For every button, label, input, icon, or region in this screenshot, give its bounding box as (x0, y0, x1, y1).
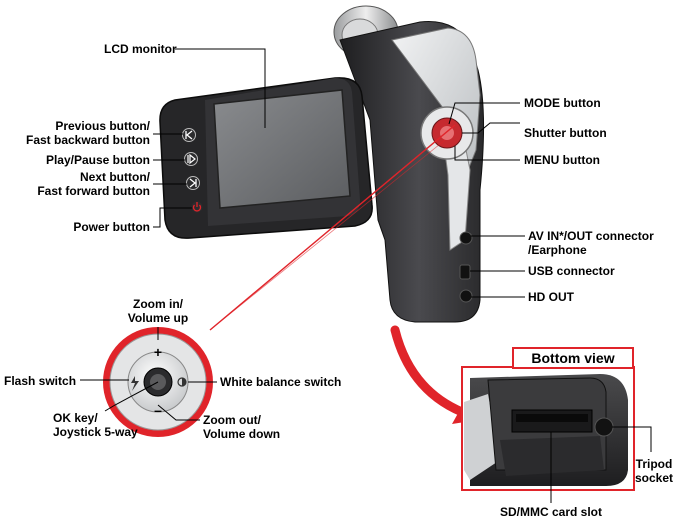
label-tripod-socket-line2: socket (634, 471, 674, 485)
label-zoom-out: Zoom out/ Volume down (203, 413, 280, 441)
label-tripod-socket: Tripod socket (624, 457, 684, 485)
label-lcd-monitor: LCD monitor (104, 42, 177, 56)
label-shutter-button: Shutter button (524, 126, 607, 140)
label-zoom-in: Zoom in/ Volume up (108, 297, 208, 325)
label-zoom-out-line1: Zoom out/ (203, 413, 261, 427)
label-av-connector-line1: AV IN*/OUT connector (528, 229, 654, 243)
label-flash-switch: Flash switch (4, 374, 77, 388)
label-next-button: Next button/ Fast forward button (0, 170, 150, 198)
lcd-panel (159, 77, 373, 239)
label-ok-key-line2: Joystick 5-way (53, 425, 138, 439)
label-zoom-out-line2: Volume down (203, 427, 281, 441)
leader-lines (80, 48, 652, 503)
label-previous-button-line1: Previous button/ (55, 119, 150, 133)
zoom-in-symbol: + (153, 344, 163, 360)
zoom-out-symbol: – (154, 402, 162, 418)
label-menu-button: MENU button (524, 153, 600, 167)
label-usb-connector: USB connector (528, 264, 615, 278)
label-mode-button: MODE button (524, 96, 601, 110)
label-bottom-view: Bottom view (512, 347, 634, 369)
label-av-connector-line2: /Earphone (528, 243, 587, 257)
label-ok-key: OK key/ Joystick 5-way (53, 411, 138, 439)
label-av-connector: AV IN*/OUT connector /Earphone (528, 229, 654, 257)
label-hd-out: HD OUT (528, 290, 574, 304)
label-white-balance-switch: White balance switch (220, 375, 342, 389)
label-ok-key-line1: OK key/ (53, 411, 98, 425)
bottom-view-box (461, 366, 635, 491)
label-zoom-in-line1: Zoom in/ (133, 297, 183, 311)
label-sd-card-slot: SD/MMC card slot (499, 505, 602, 519)
label-next-button-line1: Next button/ (80, 170, 150, 184)
label-play-pause-button: Play/Pause button (45, 153, 150, 167)
label-next-button-line2: Fast forward button (37, 184, 150, 198)
label-previous-button: Previous button/ Fast backward button (0, 119, 150, 147)
label-zoom-in-line2: Volume up (127, 311, 189, 325)
label-tripod-socket-line1: Tripod (635, 457, 673, 471)
label-power-button: Power button (73, 220, 150, 234)
camcorder-body (333, 5, 485, 323)
zoom-projection-lines (209, 124, 456, 331)
label-previous-button-line2: Fast backward button (25, 133, 150, 147)
